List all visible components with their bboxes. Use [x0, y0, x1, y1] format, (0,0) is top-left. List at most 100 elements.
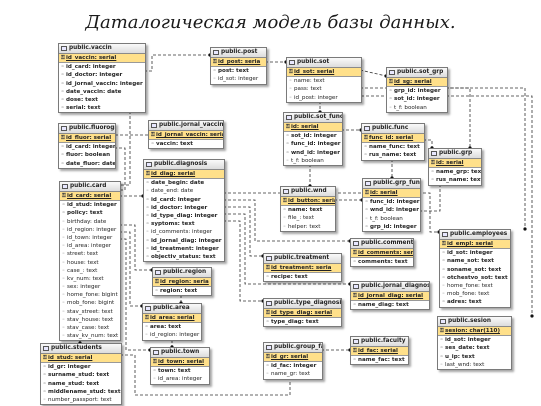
key-icon: ⚿ [364, 135, 368, 141]
field-label: id_jornal_vaccin: integer [66, 80, 143, 87]
column-icon: ◦ [389, 96, 393, 103]
table-vaccin[interactable]: public.vaccin⚿id_vaccin: serial◦id_card:… [58, 43, 146, 114]
field-label: name: text [294, 78, 325, 85]
table-sot[interactable]: public.sot⚿id_sot: serial◦name: text◦pas… [286, 57, 362, 103]
column-icon: ◦ [146, 180, 150, 187]
table-icon [365, 181, 371, 186]
table-field: ◦soname_sot: text [440, 266, 510, 274]
table-area[interactable]: public.area⚿id_area: serial◦area: text◦i… [142, 303, 202, 341]
table-icon [389, 70, 395, 75]
table-field: ◦objectiv_status: text [144, 253, 224, 261]
column-icon: ◦ [43, 364, 47, 371]
key-icon: ⚿ [213, 59, 217, 65]
column-icon: ◦ [62, 275, 65, 282]
field-label: func_id: integer [291, 141, 341, 148]
table-name: public.comments [361, 240, 413, 246]
field-label: id_stud: integer [67, 202, 117, 209]
field-label: id_jornal_diag: serial [358, 293, 424, 299]
column-icon: ◦ [61, 96, 65, 103]
table-field: ◦surname_stud: text [41, 371, 121, 379]
table-group-fac[interactable]: public.group_fac⚿id_gr: serial◦id_fac: i… [263, 342, 323, 380]
table-field: ◦id_sot: integer [438, 336, 511, 344]
table-field: ◦date_vaccin: date [59, 88, 145, 96]
table-grp[interactable]: public.grp⚿id: serial◦name_grp: text◦rus… [428, 148, 482, 186]
table-wnd[interactable]: public.wnd⚿id_button: serial◦name: text◦… [280, 186, 336, 232]
table-sesion[interactable]: public.sesion⚿sesion: char(110)◦id_sot: … [437, 316, 512, 370]
field-label: grp_id: integer [394, 88, 441, 95]
table-func[interactable]: public.func⚿func_id: serial◦name_func: t… [361, 123, 425, 161]
column-icon: ◦ [62, 243, 65, 250]
table-field: ◦home_fone: text [440, 282, 510, 290]
table-students[interactable]: public.students⚿id_stud: serial◦id_gr: i… [40, 343, 122, 406]
field-label: area: text [150, 324, 182, 331]
table-name: public.faculty [361, 338, 406, 344]
column-icon: ◦ [213, 76, 216, 83]
column-icon: ◦ [62, 210, 66, 217]
table-sot-func[interactable]: public.sot_func⚿id: serial◦sot_id: integ… [283, 112, 343, 166]
table-field: ◦id_doctor: integer [59, 71, 145, 79]
table-post[interactable]: public.post⚿id_post: seria◦post: text◦id… [210, 47, 267, 85]
field-label: name_grp: text [436, 169, 481, 176]
table-jornal-diagnosis[interactable]: public.jornal_diagnosis⚿id_jornal_diag: … [350, 281, 430, 311]
key-icon: ⚿ [146, 171, 150, 177]
column-icon: ◦ [365, 223, 369, 230]
field-label: date_end: date [151, 188, 194, 195]
table-treatment[interactable]: public.treatment⚿id_treatment: seria◦rec… [263, 253, 342, 283]
table-field: ◦mob_fone: bigint [60, 299, 120, 307]
table-employees[interactable]: public.employees⚿id_empl: serial◦id_sot:… [439, 229, 511, 308]
field-label: otchestvo_sot: text [447, 274, 508, 281]
field-label: id_vaccin: serial [66, 55, 117, 61]
table-sot-grp[interactable]: public.sot_grp⚿id_sg: serial◦grp_id: int… [386, 67, 448, 113]
table-name: public.region [163, 269, 207, 275]
key-icon: ⚿ [389, 79, 393, 85]
column-icon: ◦ [62, 292, 65, 299]
table-field: ◦comments: text [351, 258, 413, 266]
column-icon: ◦ [61, 72, 65, 79]
table-field: ◦id_sot: integer [211, 75, 266, 83]
table-header: public.group_fac [264, 343, 322, 353]
field-label: id: serial [291, 124, 319, 130]
column-icon: ◦ [61, 144, 65, 151]
field-label: id_fac: serial [358, 348, 398, 354]
table-grp-func[interactable]: public.grp_func⚿id: serial◦func_id: inte… [362, 178, 421, 232]
table-town[interactable]: public.town⚿id_town: serial◦town: text◦i… [150, 347, 210, 385]
field-label: number_passport: text [48, 396, 112, 403]
column-icon: ◦ [146, 237, 150, 244]
table-header: public.type_diagnosis [264, 299, 341, 309]
table-field: ◦number_passport: text [41, 396, 121, 404]
table-name: public.sot_grp [397, 69, 444, 75]
column-icon: ◦ [62, 325, 65, 331]
column-icon: ◦ [43, 380, 47, 387]
column-icon: ◦ [43, 396, 46, 403]
field-label: id_fac: integer [271, 363, 317, 370]
column-icon: ◦ [43, 372, 47, 379]
field-label: func_id: serial [369, 135, 414, 141]
primary-key-field: ⚿id_area: serial [143, 314, 201, 324]
rel-sotgrp-grp [446, 87, 471, 148]
primary-key-field: ⚿id_jornal_vaccin: serial [149, 131, 223, 141]
table-field: ◦vaccin: text [149, 140, 223, 148]
column-icon: ◦ [365, 215, 368, 222]
column-icon: ◦ [155, 288, 159, 295]
table-type-diagnosis[interactable]: public.type_diagnosis⚿id_type_diag: seri… [263, 298, 342, 328]
field-label: t_f: boolean [394, 104, 427, 111]
table-field: ◦rus_name: text [362, 151, 424, 159]
table-card[interactable]: public.card⚿id_card: serial◦id_stud: int… [59, 181, 121, 342]
table-field: ◦id_treatment: integer [144, 245, 224, 253]
table-jornal-vaccin[interactable]: public.jornal_vaccin⚿id_jornal_vaccin: s… [148, 120, 224, 150]
table-diagnosis[interactable]: public.diagnosis⚿id_diag: serial◦date_be… [143, 159, 225, 263]
table-field: ◦name_fac: text [351, 356, 408, 364]
field-label: id_treatment: integer [151, 245, 219, 252]
column-icon: ◦ [62, 333, 65, 340]
table-fluorography[interactable]: public.fluorography⚿id_fluor: serial◦id_… [58, 123, 116, 169]
column-icon: ◦ [442, 258, 446, 265]
table-field: ◦name_sot: text [440, 257, 510, 265]
table-icon [289, 60, 295, 65]
column-icon: ◦ [442, 299, 446, 306]
table-faculty[interactable]: public.faculty⚿id_fac: serial◦name_fac: … [350, 336, 409, 366]
field-label: id_comments: integer [151, 229, 213, 236]
table-region[interactable]: public.region⚿id_region: seria◦region: t… [152, 267, 212, 297]
table-comments[interactable]: public.comments⚿id_comments: seria◦comme… [350, 238, 414, 268]
key-icon: ⚿ [283, 198, 287, 204]
field-label: date_begin: date [151, 180, 205, 187]
